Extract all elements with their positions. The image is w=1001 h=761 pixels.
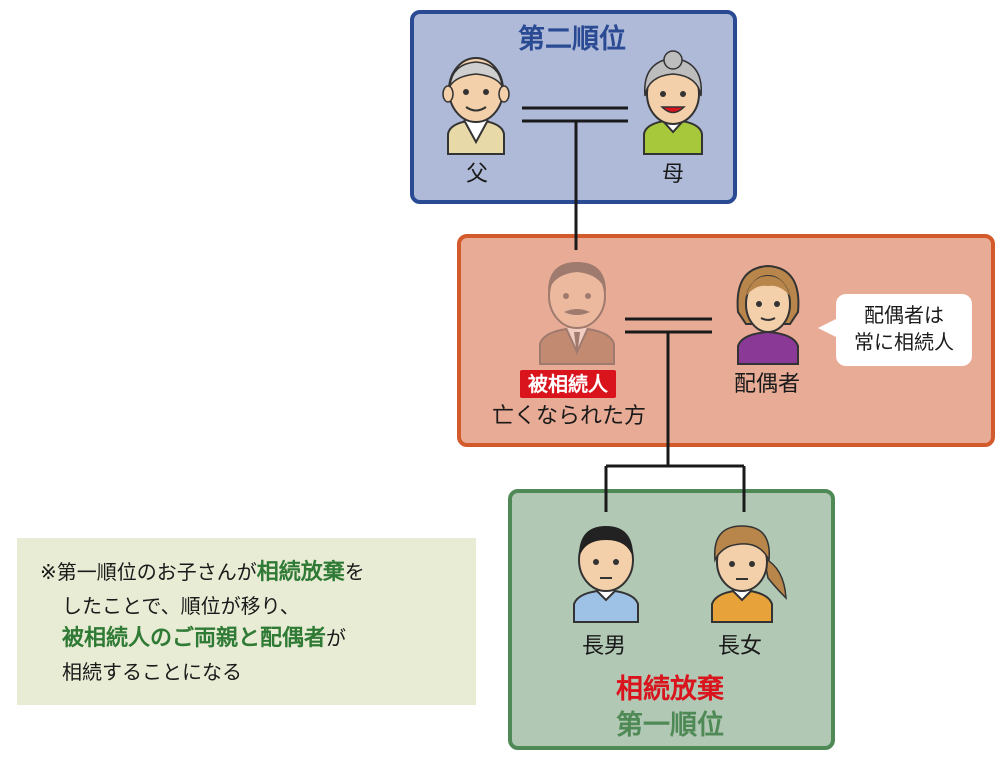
second-rank-title: 第二順位 — [518, 24, 626, 55]
mother-figure-icon — [643, 50, 703, 155]
mother-label: 母 — [662, 162, 685, 187]
note-line-2: したことで、順位が移り、 — [62, 594, 300, 618]
first-rank-title: 第一順位 — [616, 710, 724, 741]
eldest-daughter-figure-icon — [711, 525, 787, 623]
deceased-figure-icon — [539, 262, 615, 365]
note-line-3-suffix: が — [326, 626, 347, 650]
deceased-caption: 亡くなられた方 — [492, 404, 647, 429]
eldest-daughter-label: 長女 — [718, 634, 763, 659]
bubble-line-2: 常に相続人 — [854, 330, 954, 354]
spouse-label: 配偶者 — [734, 372, 801, 397]
note-line-3-emphasis-1: 被相続人のご両親 — [62, 626, 239, 651]
father-label: 父 — [466, 162, 489, 187]
renounced-label: 相続放棄 — [616, 674, 724, 705]
bubble-line-1: 配偶者は — [864, 303, 944, 327]
note-line-1: ※第一順位のお子さんが相続放棄を — [40, 562, 365, 584]
spouse-figure-icon — [736, 264, 800, 365]
bubble-tail — [818, 318, 838, 338]
note-line-1-emphasis: 相続放棄 — [256, 560, 345, 585]
note-line-3-mid: と — [238, 626, 261, 651]
first-rank-box — [508, 489, 835, 750]
note-line-1-suffix: を — [344, 560, 365, 584]
spouse-speech-bubble: 配偶者は 常に相続人 — [836, 294, 972, 366]
eldest-son-label: 長男 — [582, 634, 627, 659]
father-figure-icon — [442, 57, 510, 155]
eldest-son-figure-icon — [573, 526, 639, 623]
note-line-3: 被相続人のご両親と配偶者が — [62, 628, 346, 650]
note-box — [17, 538, 476, 705]
note-line-4: 相続することになる — [62, 660, 242, 684]
note-line-1-prefix: ※第一順位のお子さんが — [40, 560, 257, 584]
deceased-badge: 被相続人 — [520, 370, 616, 398]
note-line-3-emphasis-2: 配偶者 — [260, 626, 327, 651]
